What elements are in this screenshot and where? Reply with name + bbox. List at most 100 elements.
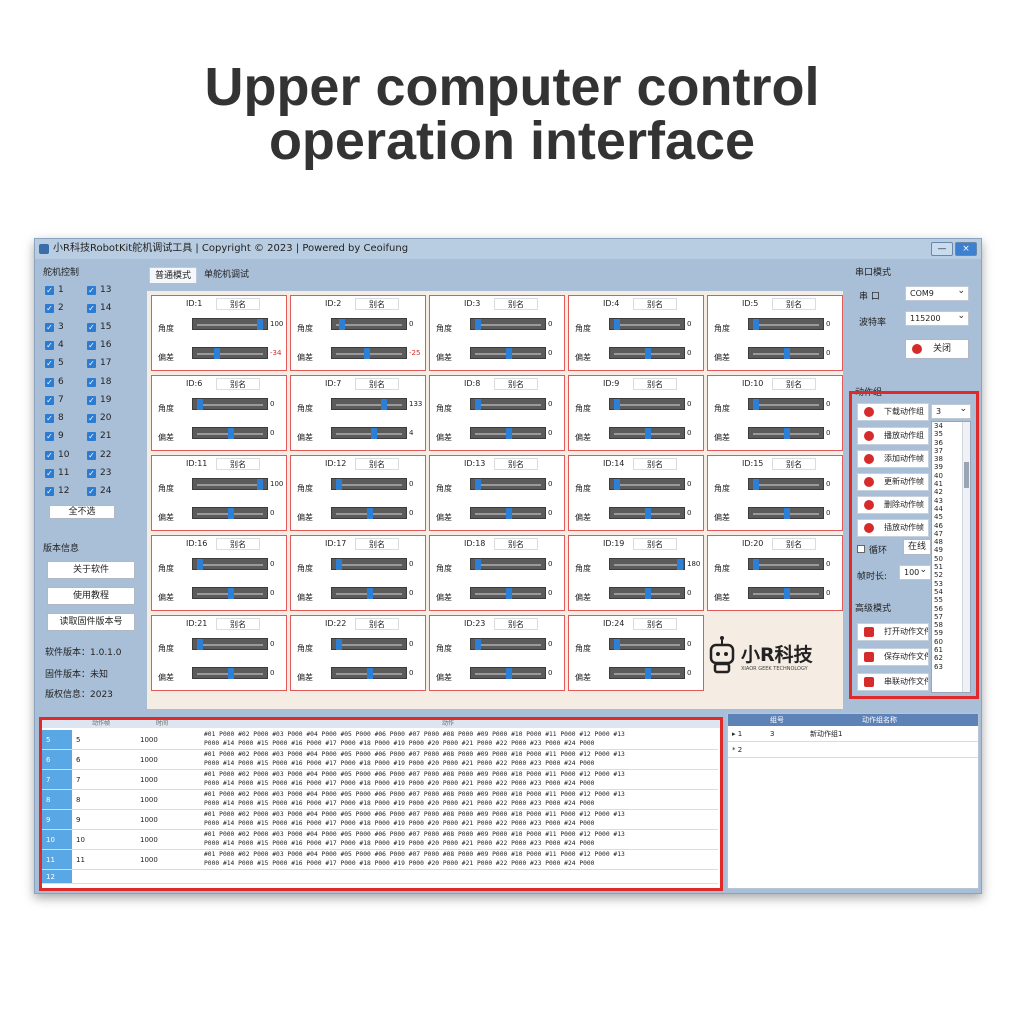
- loop-checkbox[interactable]: 循环: [857, 543, 887, 556]
- angle-slider[interactable]: [192, 478, 268, 490]
- offset-slider[interactable]: [331, 427, 407, 439]
- angle-slider-thumb[interactable]: [196, 399, 203, 410]
- dropdown-option[interactable]: 40: [934, 471, 943, 480]
- angle-slider[interactable]: [609, 318, 685, 330]
- dropdown-option[interactable]: 39: [934, 463, 943, 472]
- frame-time-input[interactable]: 100: [899, 564, 931, 580]
- dropdown-option[interactable]: 49: [934, 546, 943, 555]
- servo-alias-input[interactable]: 别名: [633, 378, 677, 390]
- dropdown-option[interactable]: 50: [934, 554, 943, 563]
- servo-alias-input[interactable]: 别名: [216, 458, 260, 470]
- servo-checkbox-20[interactable]: ✓20: [87, 413, 127, 425]
- dropdown-option[interactable]: 34: [934, 422, 943, 430]
- offset-slider-thumb[interactable]: [506, 668, 512, 679]
- servo-checkbox-11[interactable]: ✓11: [45, 468, 85, 480]
- offset-slider-thumb[interactable]: [645, 508, 651, 519]
- angle-slider-thumb[interactable]: [257, 319, 264, 330]
- servo-checkbox-18[interactable]: ✓18: [87, 377, 127, 389]
- angle-slider-thumb[interactable]: [613, 319, 620, 330]
- servo-alias-input[interactable]: 别名: [355, 458, 399, 470]
- frame-row-new[interactable]: 12: [42, 870, 718, 884]
- advanced-button-2[interactable]: 保存动作文件: [857, 648, 929, 666]
- angle-slider[interactable]: [609, 558, 685, 570]
- download-action-group-button[interactable]: 下载动作组: [857, 403, 929, 421]
- angle-slider-thumb[interactable]: [752, 319, 759, 330]
- angle-slider-thumb[interactable]: [474, 319, 481, 330]
- offset-slider[interactable]: [192, 587, 268, 599]
- angle-slider-thumb[interactable]: [474, 479, 481, 490]
- offset-slider[interactable]: [609, 347, 685, 359]
- servo-checkbox-4[interactable]: ✓4: [45, 340, 85, 352]
- tab-normal-mode[interactable]: 普通模式: [149, 267, 198, 283]
- angle-slider[interactable]: [331, 318, 407, 330]
- offset-slider-thumb[interactable]: [228, 508, 234, 519]
- angle-slider-thumb[interactable]: [474, 639, 481, 650]
- offset-slider[interactable]: [331, 667, 407, 679]
- offset-slider-thumb[interactable]: [506, 428, 512, 439]
- servo-checkbox-23[interactable]: ✓23: [87, 468, 127, 480]
- offset-slider[interactable]: [331, 587, 407, 599]
- angle-slider-thumb[interactable]: [339, 319, 345, 330]
- angle-slider-thumb[interactable]: [474, 399, 481, 410]
- angle-slider-thumb[interactable]: [474, 559, 481, 570]
- servo-checkbox-24[interactable]: ✓24: [87, 486, 127, 498]
- angle-slider[interactable]: [748, 558, 824, 570]
- group-row[interactable]: * 2: [728, 742, 978, 758]
- angle-slider[interactable]: [470, 558, 546, 570]
- offset-slider-thumb[interactable]: [363, 348, 370, 359]
- servo-alias-input[interactable]: 别名: [633, 458, 677, 470]
- servo-checkbox-10[interactable]: ✓10: [45, 450, 85, 462]
- offset-slider[interactable]: [470, 347, 546, 359]
- angle-slider-thumb[interactable]: [196, 639, 203, 650]
- servo-alias-input[interactable]: 别名: [494, 378, 538, 390]
- servo-alias-input[interactable]: 别名: [355, 298, 399, 310]
- offset-slider[interactable]: [748, 507, 824, 519]
- offset-slider-thumb[interactable]: [367, 508, 373, 519]
- baud-select[interactable]: 115200: [905, 310, 969, 326]
- dropdown-option[interactable]: 38: [934, 455, 943, 464]
- angle-slider[interactable]: [470, 478, 546, 490]
- servo-checkbox-12[interactable]: ✓12: [45, 486, 85, 498]
- offset-slider[interactable]: [331, 347, 407, 359]
- offset-slider-thumb[interactable]: [228, 668, 234, 679]
- servo-checkbox-21[interactable]: ✓21: [87, 431, 127, 443]
- offset-slider[interactable]: [748, 427, 824, 439]
- servo-alias-input[interactable]: 别名: [772, 378, 816, 390]
- online-button[interactable]: 在线: [903, 539, 931, 555]
- offset-slider[interactable]: [748, 587, 824, 599]
- offset-slider-thumb[interactable]: [214, 348, 220, 359]
- dropdown-option[interactable]: 63: [934, 662, 943, 671]
- angle-slider-thumb[interactable]: [613, 399, 620, 410]
- dropdown-option[interactable]: 46: [934, 521, 943, 530]
- servo-checkbox-17[interactable]: ✓17: [87, 358, 127, 370]
- dropdown-option[interactable]: 42: [934, 488, 943, 497]
- dropdown-option[interactable]: 53: [934, 579, 943, 588]
- dropdown-option[interactable]: 58: [934, 621, 943, 630]
- action-button-4[interactable]: 删除动作帧: [857, 496, 929, 514]
- offset-slider-thumb[interactable]: [506, 508, 512, 519]
- dropdown-option[interactable]: 48: [934, 538, 943, 547]
- offset-slider-thumb[interactable]: [228, 588, 234, 599]
- offset-slider-thumb[interactable]: [645, 348, 651, 359]
- angle-slider-thumb[interactable]: [752, 479, 759, 490]
- dropdown-option[interactable]: 54: [934, 587, 943, 596]
- servo-alias-input[interactable]: 别名: [355, 378, 399, 390]
- angle-slider[interactable]: [331, 398, 407, 410]
- dropdown-option[interactable]: 61: [934, 646, 943, 655]
- servo-checkbox-22[interactable]: ✓22: [87, 450, 127, 462]
- dropdown-option[interactable]: 37: [934, 446, 943, 455]
- angle-slider[interactable]: [609, 398, 685, 410]
- offset-slider[interactable]: [470, 507, 546, 519]
- angle-slider[interactable]: [192, 638, 268, 650]
- angle-slider[interactable]: [470, 318, 546, 330]
- offset-slider[interactable]: [192, 427, 268, 439]
- offset-slider[interactable]: [609, 587, 685, 599]
- offset-slider-thumb[interactable]: [367, 668, 373, 679]
